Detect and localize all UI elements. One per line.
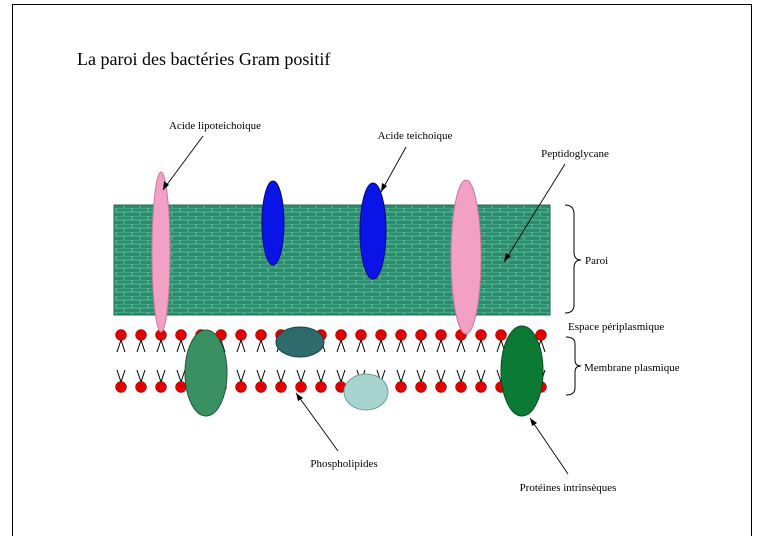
lipid-tail [437,370,445,382]
lipid-tail [157,340,165,352]
peptidoglycan-wall [114,205,550,315]
lipoteichoic-acid-right [451,180,481,334]
lipid-tail [117,370,125,382]
peripheral-protein-bottom [344,374,388,410]
lipid-tail [317,370,325,382]
label-acide-teichoique: Acide teichoique [378,130,453,142]
phospholipid-head [316,382,327,393]
label-acide-lipoteichoique: Acide lipoteichoique [169,120,261,132]
intrinsic-protein-right [501,326,543,416]
phospholipid-head [416,330,427,341]
arrow-acide-lipoteichoique [163,136,203,190]
lipid-tail [297,370,305,382]
phospholipid-head [336,330,347,341]
lipid-tail [477,340,485,352]
lipid-tail [137,340,145,352]
lipid-tail [237,340,245,352]
phospholipid-head [496,330,507,341]
lipid-tail [177,340,185,352]
lipid-tail [117,340,125,352]
phospholipid-head [396,330,407,341]
phospholipid-head [456,382,467,393]
lipid-tail [257,370,265,382]
label-espace-periplasmique: Espace périplasmique [568,321,664,333]
lipoteichoic-acid-left [152,172,170,332]
teichoic-acid-left [262,181,284,265]
lipid-tail [277,370,285,382]
label-proteines-intrinseques: Protéines intrinsèques [520,482,617,494]
label-paroi: Paroi [585,255,608,267]
lipid-tail [237,370,245,382]
phospholipid-head [116,330,127,341]
lipid-tail [257,340,265,352]
lipid-tail [397,370,405,382]
lipid-tail [437,340,445,352]
phospholipid-head [436,382,447,393]
label-phospholipides: Phospholipides [310,458,377,470]
phospholipid-head [236,382,247,393]
phospholipid-bilayer [116,330,547,393]
peripheral-protein-top [276,327,324,357]
lipid-tail [337,340,345,352]
lipid-tail [397,340,405,352]
phospholipid-head [256,330,267,341]
phospholipid-head [136,382,147,393]
phospholipid-head [236,330,247,341]
lipid-tail [457,370,465,382]
lipid-tail [137,370,145,382]
phospholipid-head [116,382,127,393]
label-membrane-plasmique: Membrane plasmique [584,362,680,374]
lipid-tail [417,370,425,382]
lipid-tail [457,340,465,352]
phospholipid-head [256,382,267,393]
phospholipid-head [276,382,287,393]
phospholipid-head [436,330,447,341]
phospholipid-head [376,330,387,341]
arrow-proteines-intrinseques [530,418,568,474]
lipid-tail [377,340,385,352]
phospholipid-head [176,382,187,393]
phospholipid-head [156,382,167,393]
paroi-brace [565,205,581,313]
phospholipid-head [416,382,427,393]
membrane-brace [566,337,581,395]
teichoic-acid-right [360,183,386,279]
phospholipid-head [176,330,187,341]
lipid-tail [477,370,485,382]
lipid-tail [357,340,365,352]
lipid-tail [177,370,185,382]
phospholipid-head [356,330,367,341]
phospholipid-head [476,382,487,393]
intrinsic-protein-left [185,330,227,416]
lipid-tail [337,370,345,382]
lipid-tail [417,340,425,352]
phospholipid-head [396,382,407,393]
label-peptidoglycane: Peptidoglycane [541,148,609,160]
phospholipid-head [136,330,147,341]
arrow-phospholipides [296,393,338,451]
phospholipid-head [476,330,487,341]
lipid-tail [157,370,165,382]
phospholipid-head [296,382,307,393]
